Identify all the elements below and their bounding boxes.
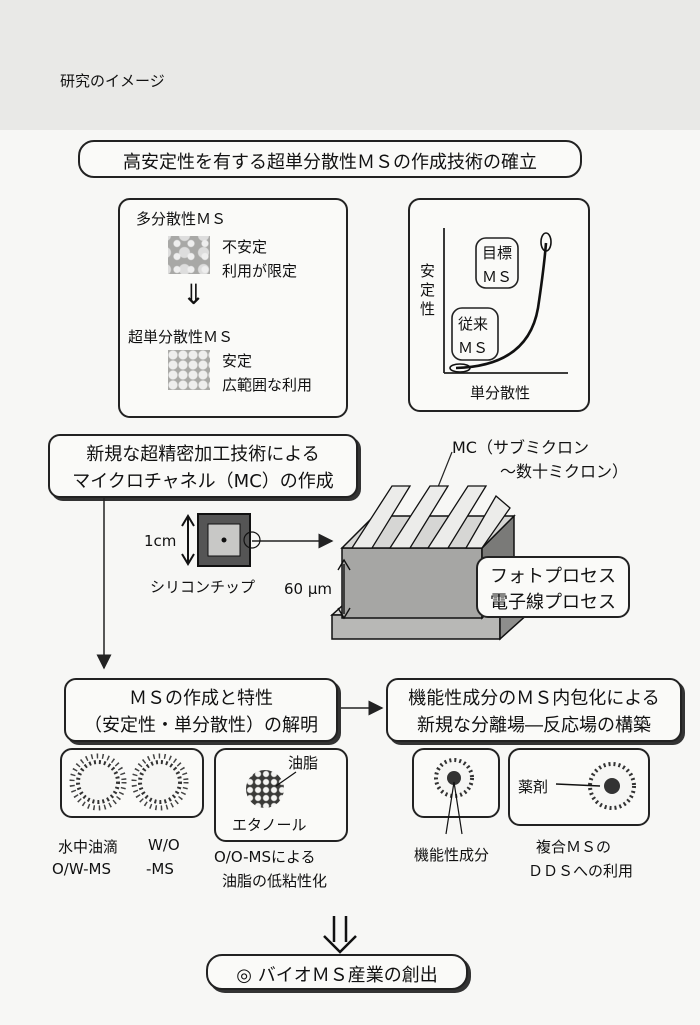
- stability-graph: [443, 228, 568, 374]
- ethanol-label: エタノール: [232, 816, 307, 834]
- final-text: ◎ バイオＭＳ産業の創出: [236, 965, 438, 986]
- final-box: ◎ バイオＭＳ産業の創出: [206, 954, 468, 990]
- conv-line1: 従来: [458, 315, 489, 333]
- oo-line2: 油脂の低粘性化: [222, 872, 328, 890]
- ms-make-box: ＭＳの作成と特性 （安定性・単分散性）の解明: [64, 678, 338, 742]
- tech-box: 新規な超精密加工技術による マイクロチャネル（MC）の作成: [48, 434, 358, 498]
- functional-core: [447, 771, 461, 785]
- target-line2: ＭＳ: [482, 268, 513, 286]
- drug-line2: ＤＤＳへの利用: [528, 862, 634, 880]
- tech-line2: マイクロチャネル（MC）の作成: [72, 471, 334, 492]
- process-line2: 電子線プロセス: [490, 592, 616, 613]
- ow-droplet: [76, 760, 120, 804]
- graph-box: [408, 198, 590, 412]
- wo-halo: [131, 753, 189, 811]
- drug-line1: 複合ＭＳの: [536, 838, 612, 856]
- process-line1: フォトプロセス: [490, 566, 616, 587]
- mc-ridge: [350, 485, 412, 549]
- ms-make-line2: （安定性・単分散性）の解明: [84, 715, 318, 736]
- oo-line1: O/O-MSによる: [214, 848, 316, 866]
- drug-drawing: [555, 762, 636, 810]
- process-box: フォトプロセス 電子線プロセス: [476, 556, 630, 618]
- mono-note2: 広範囲な利用: [222, 376, 313, 394]
- tech-line1: 新規な超精密加工技術による: [86, 444, 320, 465]
- header-band: [0, 0, 700, 130]
- poly-label: 多分散性ＭＳ: [136, 210, 227, 228]
- ow-label1: 水中油滴: [58, 838, 119, 856]
- target-line1: 目標: [482, 244, 513, 262]
- mc-base-front: [331, 614, 501, 640]
- conventional-ms-box: [451, 307, 499, 361]
- func-line2: 新規な分離場―反応場の構築: [417, 715, 651, 736]
- func-line1: 機能性成分のＭＳ内包化による: [408, 688, 660, 709]
- depth-marker: [337, 558, 351, 620]
- graph-ylabel: 安定性: [420, 262, 436, 318]
- page-header: 研究のイメージ: [60, 72, 165, 90]
- ow-halo: [69, 753, 127, 811]
- oil-label: 油脂: [288, 754, 319, 772]
- chip-center: [221, 537, 227, 543]
- mc-ridge: [464, 494, 511, 549]
- size-double-arrow-icon: [181, 514, 195, 566]
- ow-label2: O/W-MS: [52, 860, 111, 878]
- mc-line2: ～数十ミクロン）: [500, 462, 629, 481]
- final-double-arrow-icon: [323, 916, 357, 954]
- oil-pointer: [275, 771, 297, 787]
- oo-droplet: [246, 770, 284, 808]
- graph-xlabel: 単分散性: [470, 384, 531, 402]
- poly-note1: 不安定: [222, 238, 268, 256]
- func-box: 機能性成分のＭＳ内包化による 新規な分離場―反応場の構築: [386, 678, 682, 742]
- functional-drawing: [434, 758, 474, 835]
- poly-note2: 利用が限定: [222, 262, 298, 280]
- chip-label: シリコンチップ: [150, 578, 256, 596]
- target-ms-box: [475, 237, 519, 289]
- ms-make-line1: ＭＳの作成と特性: [129, 688, 273, 709]
- conv-line2: ＭＳ: [458, 339, 489, 357]
- mono-sample-texture: [168, 350, 210, 390]
- wo-droplet: [138, 760, 182, 804]
- title-box: 高安定性を有する超単分散性ＭＳの作成技術の確立: [78, 140, 582, 178]
- drug-label: 薬剤: [518, 778, 549, 796]
- trend-curve: [455, 242, 548, 370]
- conventional-marker: [449, 363, 471, 373]
- chip-size-label: 1cm: [144, 532, 177, 550]
- title-text: 高安定性を有する超単分散性ＭＳの作成技術の確立: [123, 152, 537, 173]
- wo-label2: -MS: [146, 860, 174, 878]
- double-down-arrow-icon: ⇓: [182, 278, 206, 311]
- depth-label: 60 μm: [284, 580, 333, 598]
- mc-body-front: [341, 547, 483, 619]
- functional-label: 機能性成分: [414, 846, 490, 864]
- target-marker: [540, 232, 552, 252]
- wo-label1: W/O: [148, 836, 180, 854]
- dispersity-box: [118, 198, 348, 418]
- mc-line1: MC（サブミクロン: [452, 438, 589, 457]
- mc-ridge: [388, 485, 450, 549]
- poly-sample-texture: [168, 236, 210, 274]
- emulsion-drawing: [69, 753, 189, 811]
- mono-note1: 安定: [222, 352, 253, 370]
- mc-ridge: [426, 485, 488, 549]
- chip-zoom-circle: [243, 531, 261, 549]
- drug-core: [604, 778, 620, 794]
- mono-label: 超単分散性ＭＳ: [128, 328, 234, 346]
- mc-pointer-line: [435, 451, 453, 493]
